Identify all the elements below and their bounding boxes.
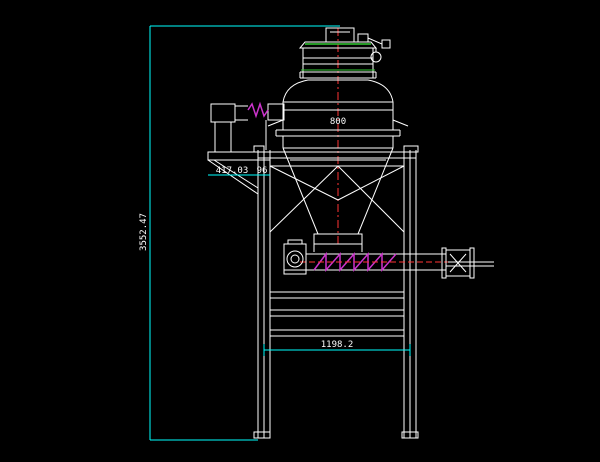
platform-width-label: 417.03 — [216, 166, 249, 176]
vessel-diameter-label: 800 — [330, 117, 346, 127]
height-dimension — [149, 25, 340, 441]
leg-span-dimension — [263, 344, 411, 356]
vessel-lid — [298, 27, 378, 79]
side-platform — [207, 151, 271, 195]
height-dimension-label: 3552.47 — [139, 213, 149, 251]
outlet-valve — [441, 247, 475, 279]
leg-span-label: 1198.2 — [321, 340, 354, 350]
vibrator-spring — [247, 101, 269, 119]
platform-gap-label: 96 — [257, 166, 268, 176]
conical-hopper — [282, 147, 394, 252]
vibrator-motor — [210, 103, 285, 152]
lid-fitting — [357, 33, 391, 63]
support-frame — [253, 145, 419, 439]
vacuum-receiver-vessel — [267, 79, 409, 148]
gear-motor — [283, 239, 307, 275]
